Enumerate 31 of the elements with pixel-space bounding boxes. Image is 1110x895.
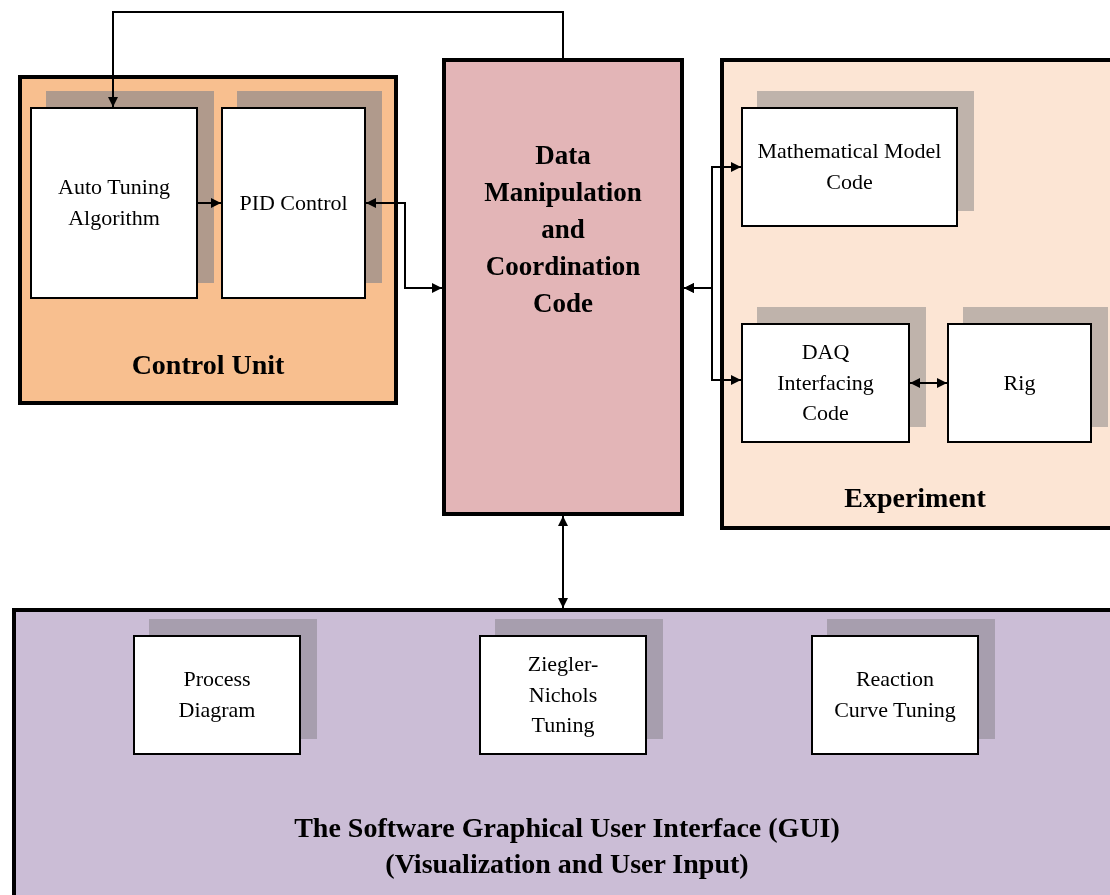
module-box bbox=[221, 107, 366, 299]
group-title: (Visualization and User Input) bbox=[384, 848, 750, 880]
module-box bbox=[947, 323, 1092, 443]
box-label: Auto Tuning Algorithm bbox=[57, 173, 171, 232]
connector-arrow bbox=[365, 198, 443, 293]
box-label: Reaction Curve Tuning bbox=[833, 665, 957, 724]
group-title: Experiment bbox=[843, 482, 987, 514]
group-title: Control Unit bbox=[130, 349, 286, 381]
box-label: Ziegler-Nichols Tuning bbox=[526, 649, 600, 740]
module-box bbox=[30, 107, 198, 299]
connector-arrow bbox=[197, 198, 222, 208]
box-label: Rig bbox=[1003, 368, 1036, 397]
process-block bbox=[442, 58, 684, 516]
box-label: PID Control bbox=[239, 188, 348, 217]
module-box bbox=[811, 635, 979, 755]
connector-arrow bbox=[558, 515, 568, 609]
module-box bbox=[479, 635, 647, 755]
module-box bbox=[133, 635, 301, 755]
box-label: Mathematical Model Code bbox=[757, 137, 942, 196]
box-label: Process Diagram bbox=[177, 665, 257, 724]
connector-arrow bbox=[683, 283, 742, 385]
box-label: Data Manipulation and Coordination Code bbox=[483, 139, 643, 320]
module-box bbox=[741, 323, 910, 443]
group-panel bbox=[12, 608, 1110, 895]
connector-arrow bbox=[909, 378, 948, 388]
connector-arrow bbox=[108, 11, 564, 108]
group-panel bbox=[720, 58, 1110, 530]
box-label: DAQ Interfacing Code bbox=[776, 337, 875, 428]
group-title: The Software Graphical User Interface (GUI) bbox=[293, 812, 841, 844]
module-box bbox=[741, 107, 958, 227]
group-panel bbox=[18, 75, 398, 405]
